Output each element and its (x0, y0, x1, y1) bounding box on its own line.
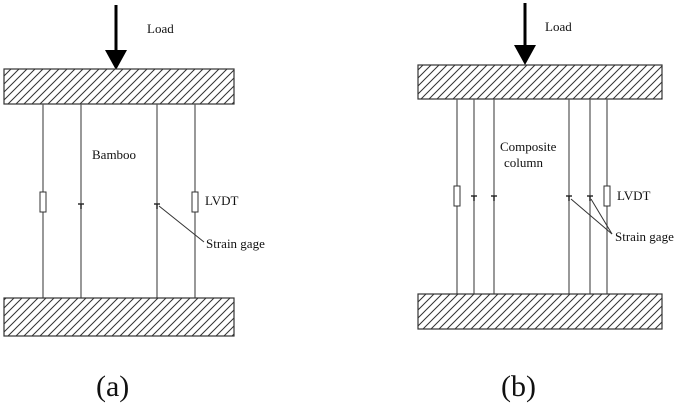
load-label-a: Load (147, 21, 174, 36)
load-label-b: Load (545, 19, 572, 34)
lvdt-sensor-right-b (603, 185, 611, 207)
caption-b: (b) (501, 370, 536, 403)
bottom-platen-a (3, 297, 235, 337)
lvdt-label-a: LVDT (205, 193, 239, 208)
panel-a: Load Bamboo LVDT Strain gage (a) (3, 5, 265, 403)
strain-gage-leader-a (158, 205, 205, 243)
strain-gage-right-a (154, 203, 160, 209)
bottom-platen-b (417, 293, 663, 330)
load-arrow-a (105, 5, 127, 70)
strain-gage-leader-2-b (590, 198, 613, 235)
lvdt-sensor-left-a (39, 191, 47, 213)
strain-gage-1-b (471, 195, 477, 201)
top-platen-b (417, 64, 663, 100)
strain-gage-left-a (78, 203, 84, 209)
strain-gage-2-b (491, 195, 497, 201)
strain-gage-label-b: Strain gage (615, 229, 674, 244)
strain-gage-3-b (566, 195, 572, 201)
panel-b: Load Comp (417, 3, 674, 403)
top-platen-a (3, 68, 235, 105)
strain-gage-label-a: Strain gage (206, 236, 265, 251)
strain-gage-4-b (587, 195, 593, 201)
caption-a: (a) (96, 370, 129, 403)
specimen-label-a: Bamboo (92, 147, 136, 162)
specimen-label-line1-b: Composite (500, 139, 557, 154)
lvdt-sensor-right-a (191, 191, 199, 213)
specimen-label-line2-b: column (504, 155, 543, 170)
strain-gage-leader-1-b (570, 198, 613, 235)
lvdt-label-b: LVDT (617, 188, 651, 203)
lvdt-sensor-left-b (453, 185, 461, 207)
load-arrow-b (514, 3, 536, 65)
